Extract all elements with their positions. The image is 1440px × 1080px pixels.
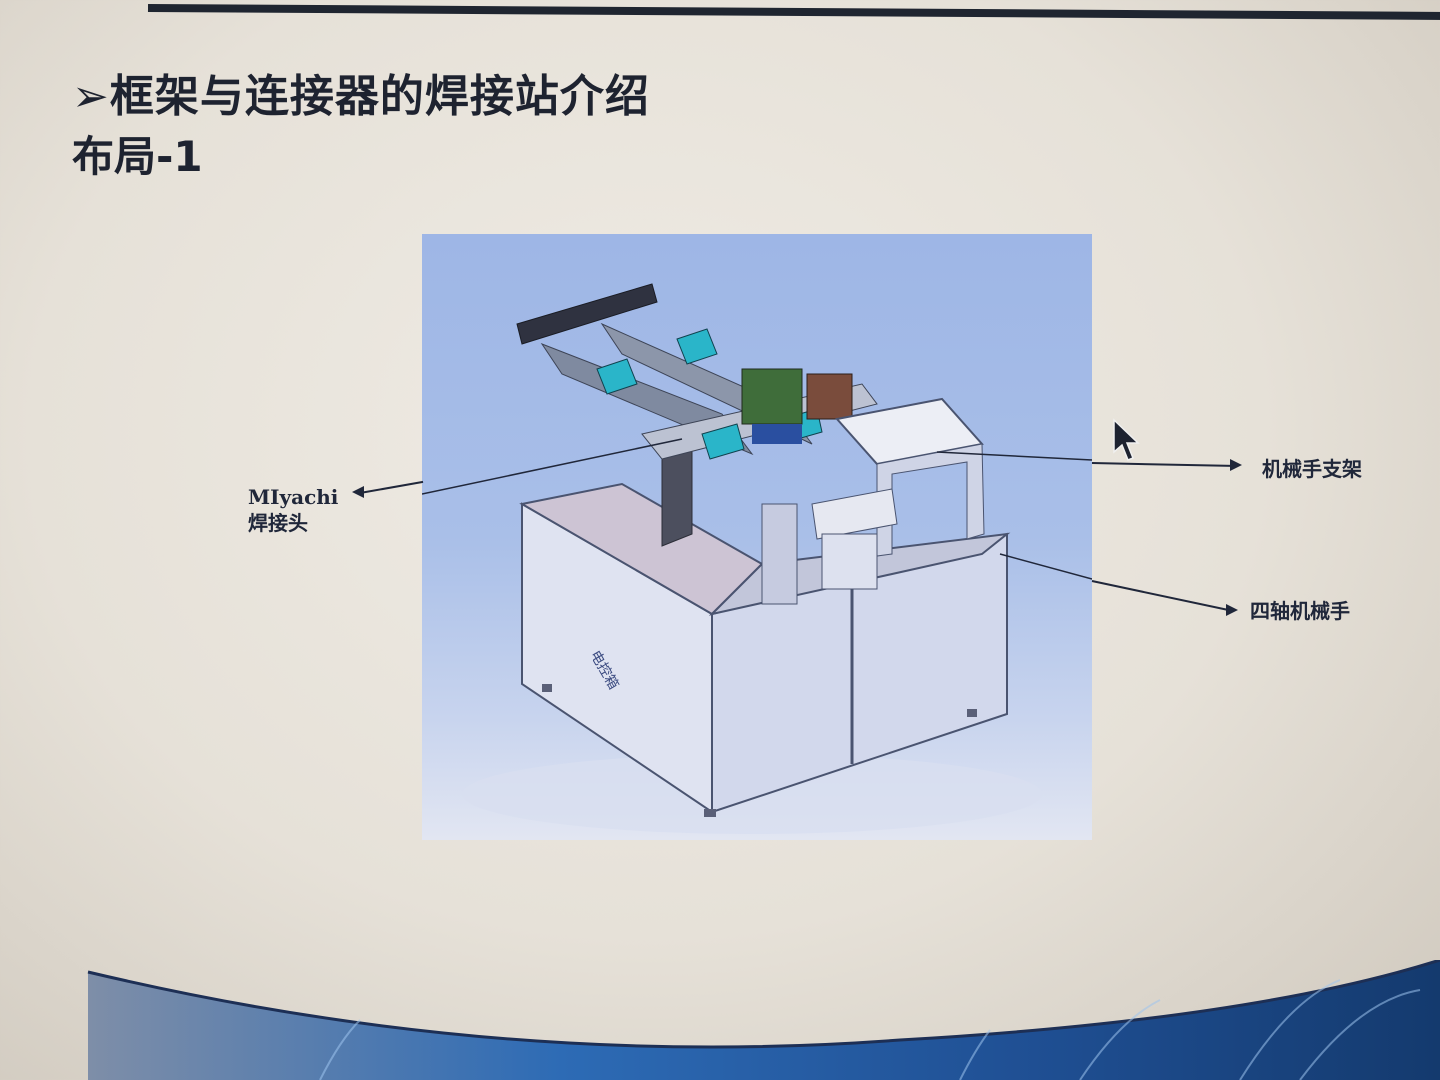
footer-decorative-band [87,960,1440,1080]
callout-welding-head-label: 焊接头 [248,511,308,535]
arrowhead-right-icon [1226,604,1238,616]
callout-robot-bracket: 机械手支架 [1262,457,1362,481]
arrowhead-left-icon [352,486,364,498]
callout-line-welding-head [359,480,424,494]
mouse-cursor-icon [1113,418,1140,461]
welding-station-drawing: 电控箱 [422,283,1092,834]
callout-line-robot-bracket [1091,462,1232,467]
slide-subtitle: 布局-1 [72,132,203,181]
callout-welding-head: MIyachi 焊接头 [248,484,338,536]
slide-top-rule [147,4,1440,20]
callout-welding-head-brand: MIyachi [248,485,339,509]
slide-title: ➢框架与连接器的焊接站介绍 [72,71,650,122]
callout-four-axis-robot: 四轴机械手 [1250,599,1350,623]
callout-line-four-axis-robot [1091,580,1230,612]
cad-figure: 电控箱 [422,234,1092,840]
arrowhead-right-icon [1230,459,1242,471]
